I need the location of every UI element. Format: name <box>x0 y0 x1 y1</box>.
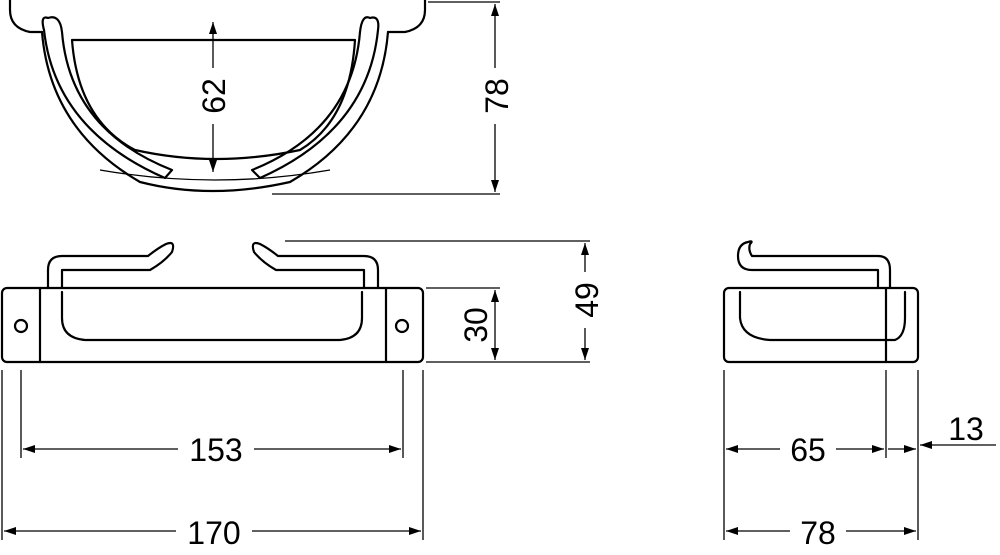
dim-78-mask <box>478 68 514 124</box>
dim-65-mask <box>780 428 836 468</box>
dim-label-30: 30 <box>458 307 494 343</box>
top-inner-bowl <box>70 38 357 161</box>
front-left-rail <box>46 241 175 290</box>
dim-153-mask <box>178 428 254 468</box>
top-left-rail <box>41 16 174 180</box>
top-plate-right-edge <box>386 0 427 34</box>
front-hole-right <box>394 318 410 334</box>
top-right-rail <box>250 16 380 180</box>
dim-label-65: 65 <box>790 432 826 468</box>
dim-label-78-top: 78 <box>479 78 515 114</box>
front-body-sides <box>38 286 388 364</box>
top-outer-shell <box>40 30 390 193</box>
dim-label-170: 170 <box>187 515 240 551</box>
side-body <box>722 286 920 364</box>
side-rail <box>736 240 892 290</box>
front-hole-left <box>13 318 29 334</box>
front-view: 49 30 153 170 <box>0 240 605 552</box>
dim-label-49: 49 <box>569 282 605 318</box>
dim-49-mask <box>568 272 604 328</box>
top-base-curve <box>99 169 331 181</box>
dim-label-62: 62 <box>196 78 232 114</box>
side-bowl <box>738 290 907 342</box>
top-view: 62 78 <box>8 0 515 195</box>
side-view: 65 13 78 <box>722 240 996 552</box>
dim-62-mask <box>194 68 232 124</box>
top-plate-left-edge <box>8 0 44 34</box>
front-base-plate <box>0 286 425 364</box>
dim-label-13: 13 <box>948 411 984 447</box>
front-bowl <box>60 290 364 342</box>
dim-78-side-mask <box>790 512 846 552</box>
dim-170-mask <box>176 512 252 552</box>
front-right-rail <box>251 241 380 290</box>
dim-label-153: 153 <box>189 432 242 468</box>
dim-label-78-side: 78 <box>800 515 836 551</box>
